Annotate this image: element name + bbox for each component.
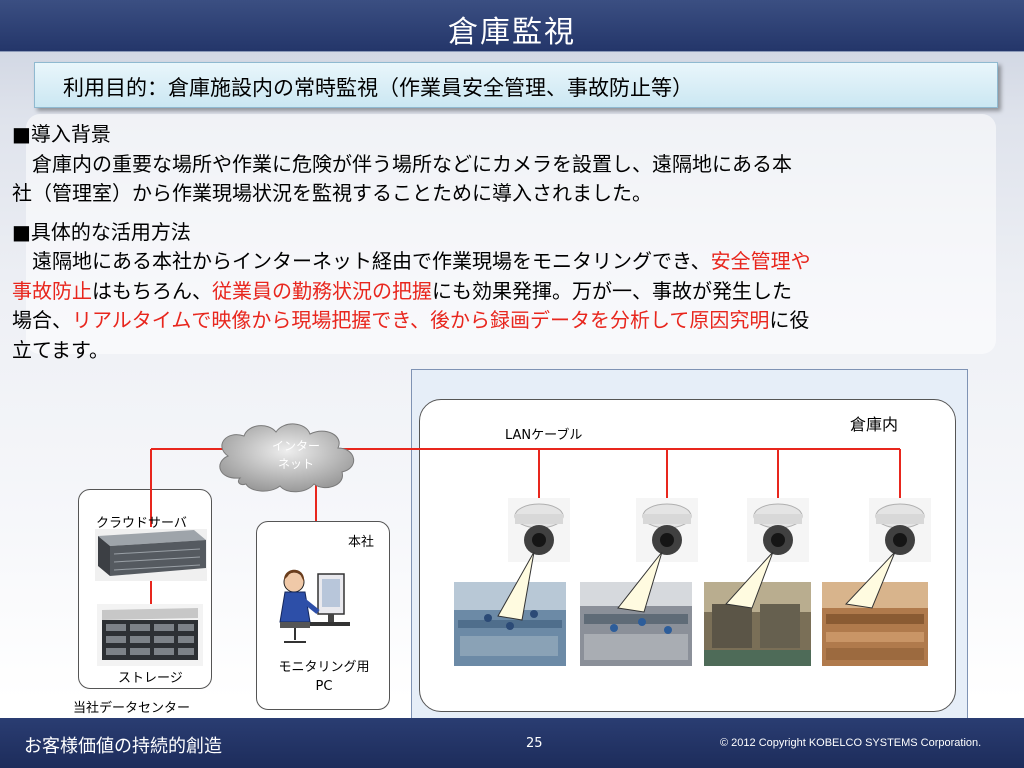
- usage-heading: ■具体的な活用方法: [12, 219, 191, 244]
- lan-cable-label: LANケーブル: [505, 428, 583, 443]
- internet-label: インター ネット: [271, 439, 320, 471]
- body-text: ■導入背景 倉庫内の重要な場所や作業に危険が伴う場所などにカメラを設置し、遠隔地…: [12, 120, 1012, 365]
- hq-label: 本社: [348, 535, 375, 550]
- camera-icon: [636, 498, 698, 562]
- usage-line-4: 立てます。: [12, 337, 109, 362]
- warehouse-photo-3: [704, 582, 811, 666]
- background-line-1: 倉庫内の重要な場所や作業に危険が伴う場所などにカメラを設置し、遠隔地にある本: [12, 151, 792, 176]
- usage-line-3: 場合、リアルタイムで映像から現場把握でき、後から録画データを分析して原因究明に役: [12, 306, 1012, 336]
- page-number: 25: [526, 736, 543, 751]
- slide-title: 倉庫監視: [448, 15, 576, 50]
- purpose-text: 利用目的：倉庫施設内の常時監視（作業員安全管理、事故防止等）: [63, 76, 693, 100]
- warehouse-photo-4: [822, 582, 928, 666]
- warehouse-label: 倉庫内: [850, 415, 899, 434]
- cloud-server-label: クラウドサーバ: [96, 516, 187, 531]
- server-icon: [95, 529, 207, 581]
- storage-icon: [97, 604, 203, 666]
- camera-icon: [869, 498, 931, 562]
- content-panel: [26, 114, 996, 354]
- cloud-icon: [219, 423, 354, 493]
- usage-text: にも効果発揮。万が一、事故が発生した: [432, 278, 792, 303]
- copyright: © 2012 Copyright KOBELCO SYSTEMS Corpora…: [720, 737, 982, 749]
- usage-text: 場合、: [12, 308, 72, 332]
- footer-bar: お客様価値の持続的創造 25 © 2012 Copyright KOBELCO …: [0, 718, 1024, 768]
- camera-icon: [508, 498, 570, 562]
- background-heading: ■導入背景: [12, 122, 111, 146]
- monitor-pc-label: モニタリング用 PC: [278, 660, 370, 694]
- title-bar: 倉庫監視: [0, 0, 1024, 52]
- usage-text: はもちろん、: [92, 278, 212, 303]
- purpose-box: 利用目的：倉庫施設内の常時監視（作業員安全管理、事故防止等）: [34, 62, 998, 108]
- storage-label: ストレージ: [118, 671, 183, 686]
- usage-text: 遠隔地にある本社からインターネット経由で作業現場をモニタリングでき、: [12, 249, 711, 273]
- datacenter-label: 当社データセンター: [73, 701, 191, 716]
- camera-view-cones: [497, 551, 896, 621]
- operator-icon: [273, 562, 353, 647]
- usage-highlight: リアルタイムで映像から現場把握でき、後から録画データを分析して原因究明: [72, 308, 770, 332]
- usage-highlight: 安全管理や: [710, 249, 811, 273]
- usage-highlight: 事故防止: [12, 278, 92, 303]
- usage-line-2: 事故防止はもちろん、従業員の勤務状況の把握にも効果発揮。万が一、事故が発生した: [12, 277, 1012, 307]
- usage-highlight: 従業員の勤務状況の把握: [212, 278, 432, 303]
- usage-text: に役: [769, 308, 810, 332]
- camera-icon: [747, 498, 809, 562]
- usage-line-1: 遠隔地にある本社からインターネット経由で作業現場をモニタリングでき、安全管理や: [12, 247, 1012, 277]
- footer-slogan: お客様価値の持続的創造: [24, 736, 222, 757]
- background-line-2: 社（管理室）から作業現場状況を監視することために導入されました。: [12, 181, 652, 205]
